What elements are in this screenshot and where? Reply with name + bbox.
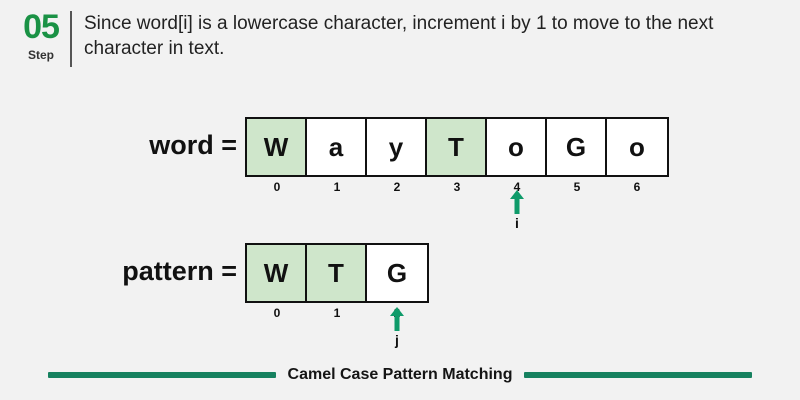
header-divider <box>70 11 72 67</box>
word-array: W a y T o G o 0 1 2 3 4 5 6 <box>245 117 669 194</box>
step-badge: 05 Step <box>12 10 70 62</box>
word-indices: 0 1 2 3 4 5 6 <box>247 177 667 194</box>
word-cell-4[interactable]: o <box>487 119 547 175</box>
word-row: word = W a y T o G o 0 1 2 3 4 5 6 <box>0 117 669 194</box>
pattern-index-0: 0 <box>273 306 281 320</box>
word-index-5: 5 <box>573 180 581 194</box>
word-pointer-i: i <box>487 190 547 231</box>
step-description: Since word[i] is a lowercase character, … <box>84 13 714 59</box>
step-number: 05 <box>23 8 60 46</box>
pattern-cell-1[interactable]: T <box>307 245 367 301</box>
word-index-3: 3 <box>453 180 461 194</box>
pattern-label: pattern = <box>122 256 237 286</box>
step-header: 05 Step Since word[i] is a lowercase cha… <box>0 0 800 76</box>
word-index-1: 1 <box>333 180 341 194</box>
footer-title: Camel Case Pattern Matching <box>287 366 513 383</box>
footer: Camel Case Pattern Matching <box>0 362 800 388</box>
pattern-index-1: 1 <box>333 306 341 320</box>
word-cell-1[interactable]: a <box>307 119 367 175</box>
footer-rule-left <box>47 372 276 378</box>
footer-rule-right <box>524 372 753 378</box>
pattern-cell-0[interactable]: W <box>247 245 307 301</box>
word-cell-0[interactable]: W <box>247 119 307 175</box>
pattern-array: W T G 0 1 2 <box>245 243 429 320</box>
pattern-cells: W T G <box>245 243 429 303</box>
pattern-cell-2[interactable]: G <box>367 245 427 301</box>
word-cell-5[interactable]: G <box>547 119 607 175</box>
up-arrow-icon <box>509 190 525 214</box>
step-label: Step <box>27 48 54 62</box>
pattern-row: pattern = W T G 0 1 2 <box>0 243 429 320</box>
pattern-pointer-j: j <box>367 307 427 348</box>
word-cell-6[interactable]: o <box>607 119 667 175</box>
word-cells: W a y T o G o <box>245 117 669 177</box>
pattern-pointer-label: j <box>395 332 399 348</box>
up-arrow-icon <box>389 307 405 331</box>
word-label: word = <box>149 130 237 160</box>
word-index-4: 4 <box>513 180 521 194</box>
word-pointer-label: i <box>515 215 519 231</box>
word-cell-2[interactable]: y <box>367 119 427 175</box>
word-cell-3[interactable]: T <box>427 119 487 175</box>
word-index-6: 6 <box>633 180 641 194</box>
word-index-0: 0 <box>273 180 281 194</box>
word-index-2: 2 <box>393 180 401 194</box>
